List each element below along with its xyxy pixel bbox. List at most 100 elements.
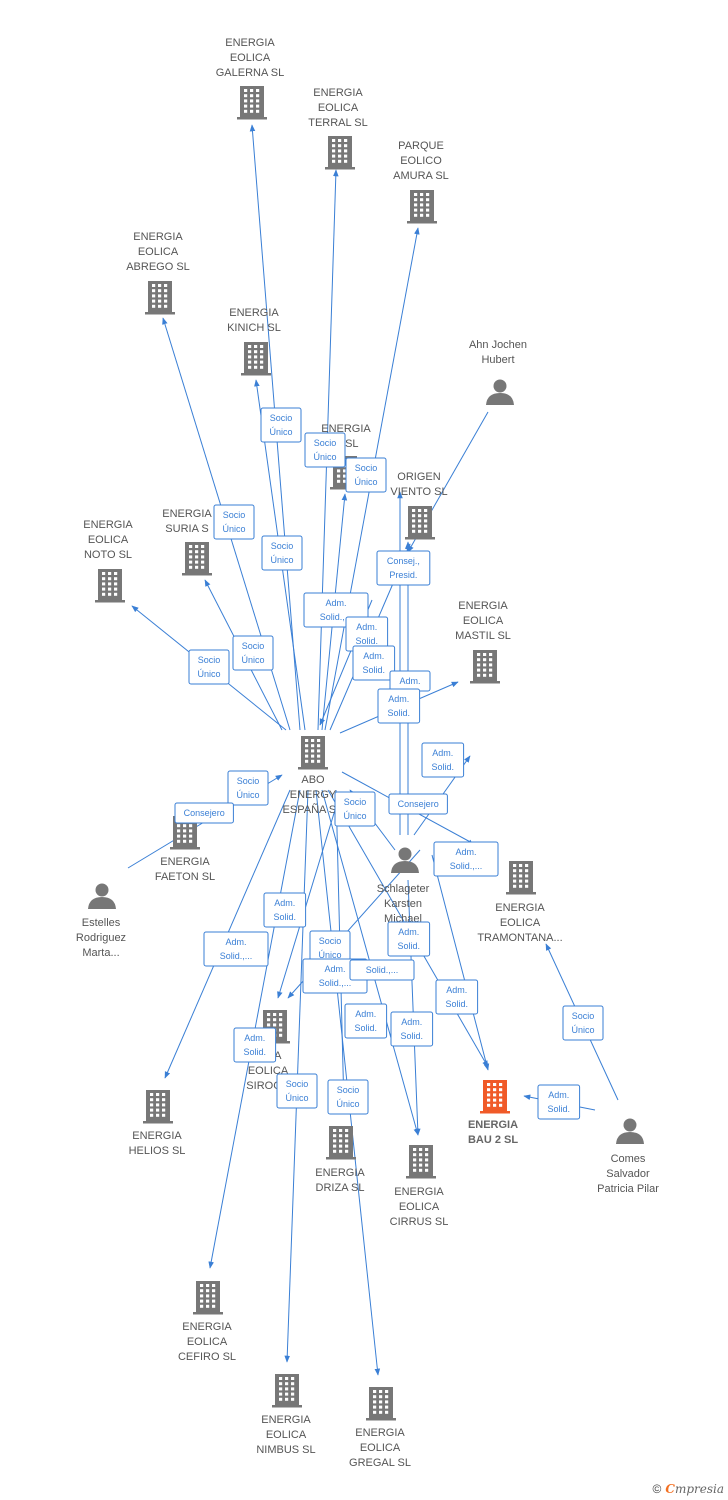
node-label: AMURA SL <box>393 170 449 182</box>
node-label: CIRRUS SL <box>390 1216 449 1228</box>
relation-label-text: Solid. <box>401 1031 424 1041</box>
node-label: Hubert <box>481 354 514 366</box>
relation-label-text: Adm. <box>355 1009 376 1019</box>
relation-label[interactable]: Adm.Solid. <box>233 1027 277 1063</box>
relation-label[interactable]: Adm.Solid. <box>537 1084 581 1120</box>
relation-label-text: Socio <box>198 655 221 665</box>
relation-label[interactable]: Consejero <box>174 802 234 824</box>
relation-label-text: Único <box>285 1093 308 1103</box>
relation-label[interactable]: Adm.Solid. <box>387 921 431 957</box>
node-label: EOLICA <box>266 1429 307 1441</box>
person-icon <box>616 1118 644 1144</box>
relation-label[interactable]: Consej.,Presid. <box>376 550 431 586</box>
node-label: HELIOS SL <box>129 1145 186 1157</box>
relation-label[interactable]: Adm.Solid. <box>421 742 465 778</box>
relation-label-text: Adm. <box>325 598 346 608</box>
relation-label[interactable]: Consejero <box>388 793 448 815</box>
relation-label[interactable]: Solid.,... <box>349 959 415 981</box>
relation-label-text: Socio <box>242 641 265 651</box>
node-label: TERRAL SL <box>308 117 368 129</box>
footer-brand[interactable]: ©Cmpresia <box>653 1482 724 1496</box>
relation-label[interactable]: Adm.Solid.,... <box>433 841 499 877</box>
building-icon <box>326 1126 356 1160</box>
relation-label-text: Presid. <box>389 570 417 580</box>
node-label: Comes <box>611 1153 646 1165</box>
building-icon <box>325 136 355 170</box>
relation-label-text: Único <box>222 524 245 534</box>
relation-label-text: Único <box>241 655 264 665</box>
node-label: Marta... <box>82 947 119 959</box>
node-label: DRIZA SL <box>316 1182 365 1194</box>
node-label: EOLICA <box>138 246 179 258</box>
relation-label[interactable]: Adm.Solid. <box>377 688 421 724</box>
relation-label-text: Adm. <box>356 622 377 632</box>
relation-label[interactable]: Adm.Solid.,... <box>203 931 269 967</box>
relation-label[interactable]: Adm. <box>389 670 431 692</box>
relation-label-text: Único <box>269 427 292 437</box>
node-label: ABO <box>301 774 325 786</box>
relation-label[interactable]: Adm.Solid. <box>263 892 307 928</box>
relation-label-text: Solid. <box>355 1023 378 1033</box>
node-label: ENERGIA <box>321 423 371 435</box>
building-icon <box>237 86 267 120</box>
relation-label[interactable]: Adm.Solid. <box>435 979 479 1015</box>
relation-label-text: Único <box>336 1099 359 1109</box>
node-label: ENERGIA <box>133 231 183 243</box>
node-label: Patricia Pilar <box>597 1183 659 1195</box>
relation-label[interactable]: Adm. Solid. <box>344 1003 388 1039</box>
company-node-tramontana[interactable]: ENERGIAEOLICATRAMONTANA... <box>477 861 563 944</box>
building-icon <box>241 342 271 376</box>
relation-label-text: Solid. <box>363 665 386 675</box>
node-label: EOLICA <box>500 917 541 929</box>
relation-label[interactable]: Adm.Solid. <box>390 1011 434 1047</box>
node-label: EOLICA <box>230 52 271 64</box>
node-label: ENERGIA <box>83 519 133 531</box>
person-node-estelles[interactable]: EstellesRodriguezMarta... <box>76 883 126 960</box>
node-label: EOLICA <box>399 1201 440 1213</box>
relation-label-text: Consejero <box>398 799 439 809</box>
node-label: NOTO SL <box>84 549 132 561</box>
node-label: Karsten <box>384 898 422 910</box>
relation-label-text: Solid.,... <box>319 978 352 988</box>
relation-label-text: Adm. <box>432 748 453 758</box>
relation-label-text: Socio <box>271 541 294 551</box>
relation-label-text: Consejero <box>184 808 225 818</box>
building-icon <box>193 1281 223 1315</box>
building-icon <box>182 542 212 576</box>
relation-label[interactable]: Adm.Solid. <box>352 645 396 681</box>
